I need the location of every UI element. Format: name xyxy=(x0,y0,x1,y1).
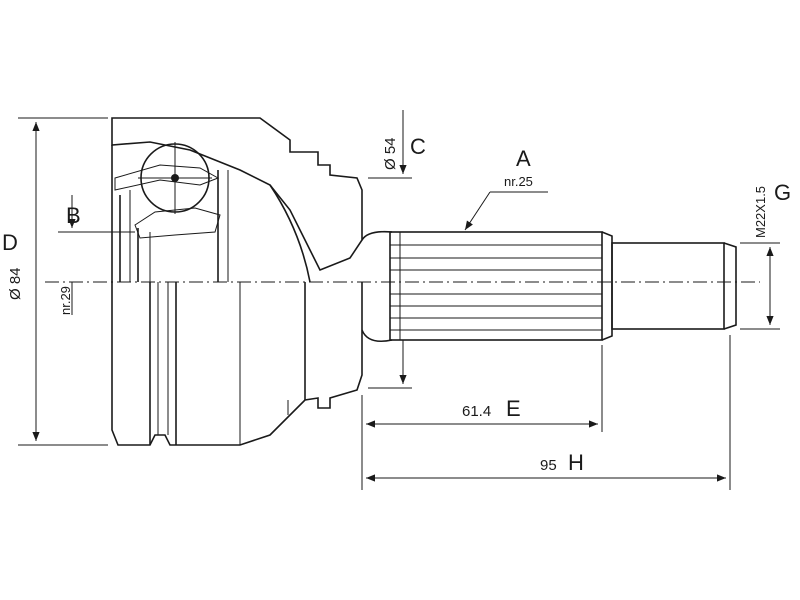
shaft-neck xyxy=(361,230,393,343)
inner-race xyxy=(111,145,311,283)
dimension-h: 95 H xyxy=(366,335,731,490)
dimension-a: A nr.25 xyxy=(464,146,548,231)
dimension-g: M22X1.5 G xyxy=(740,180,791,330)
dim-spline-length: 61.4 xyxy=(462,403,491,420)
label-d: D xyxy=(2,230,18,255)
dimension-d: D Ø 84 xyxy=(2,117,108,446)
dimension-c: Ø 54 C xyxy=(368,110,426,389)
label-h: H xyxy=(568,450,584,475)
dimension-e: 61.4 E xyxy=(361,345,603,490)
label-g: G xyxy=(774,180,791,205)
dim-thread: M22X1.5 xyxy=(753,186,768,238)
dim-inner-spline: nr.29 xyxy=(58,286,73,315)
outer-body xyxy=(111,282,363,446)
dim-seal-diameter: Ø 54 xyxy=(382,137,399,170)
ball-element xyxy=(138,142,212,214)
label-e: E xyxy=(506,396,521,421)
label-a: A xyxy=(516,146,531,171)
dimension-b: B nr.29 xyxy=(58,195,135,315)
label-c: C xyxy=(410,134,426,159)
splined-shaft xyxy=(389,231,613,341)
dim-outer-spline: nr.25 xyxy=(504,174,533,189)
label-b: B xyxy=(66,203,81,228)
dim-outer-diameter: Ø 84 xyxy=(7,267,24,300)
dim-total-length: 95 xyxy=(540,457,557,474)
threaded-end xyxy=(611,242,737,330)
